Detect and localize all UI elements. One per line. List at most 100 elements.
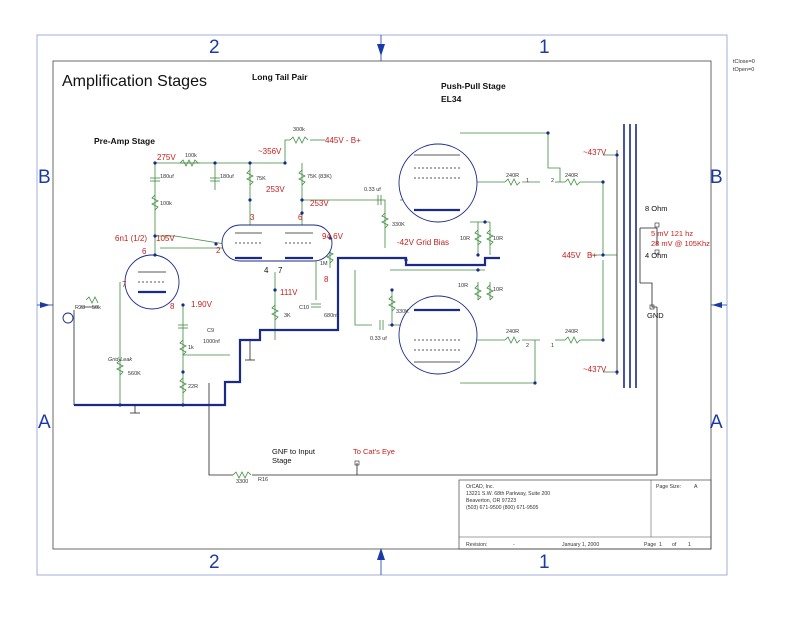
v445b-label: 445V - B+ xyxy=(325,136,361,145)
label-r240c: 240R xyxy=(506,329,519,335)
tb-date: January 1, 2000 xyxy=(562,542,599,548)
label-c180a: 180uf xyxy=(160,174,174,180)
pin-8b: 8 xyxy=(324,275,329,284)
el34-top-tube xyxy=(398,143,478,223)
label-r10c: 10R xyxy=(458,283,468,289)
tb-phone: (503) 671-9500 (800) 671-9505 xyxy=(466,505,539,511)
label-r10b: 10R xyxy=(493,236,503,242)
title-preamp: Pre-Amp Stage xyxy=(94,136,155,146)
label-r75k83: 75K (83K) xyxy=(307,174,332,180)
zone-top-2: 2 xyxy=(209,37,220,58)
title-block: OrCAD, Inc. 13221 S.W. 68th Parkway, Sui… xyxy=(458,479,712,550)
output-labels: 8 Ohm 4 Ohm GND 5 mV 121 hz 28 mV @ 105K… xyxy=(645,204,710,320)
label-r10d: 10R xyxy=(493,287,503,293)
label-measure-1: 5 mV 121 hz xyxy=(651,229,693,238)
pin-labels: 6 2 3 6 8 4 7 7 8 6n1 (1/2) xyxy=(115,213,329,311)
ltp-tube xyxy=(221,224,333,262)
tb-page-total: 1 xyxy=(688,542,691,548)
label-measure-2: 28 mV @ 105Khz xyxy=(651,239,710,248)
label-node-1b: 1 xyxy=(551,343,554,349)
ground-bus xyxy=(74,256,500,407)
label-gridleak: Grid-Leak xyxy=(108,357,132,363)
pin-8a: 8 xyxy=(170,302,175,311)
label-r240b: 240R xyxy=(565,173,578,179)
label-c9: C9 xyxy=(207,328,214,334)
label-r16: R16 xyxy=(258,477,268,483)
tb-page-num: 1 xyxy=(659,542,662,548)
label-gnd: GND xyxy=(647,311,664,320)
v946-label: 94.6V xyxy=(322,232,344,241)
note-gnf-2: Stage xyxy=(272,456,292,465)
v275-label: 275V xyxy=(157,153,176,162)
title-main: Amplification Stages xyxy=(62,73,207,90)
label-node-1a: 1 xyxy=(526,178,529,184)
v253b-label: 253V xyxy=(310,199,329,208)
label-r100k-v: 100k xyxy=(160,201,172,207)
v445-label: 445V xyxy=(562,251,581,260)
v437a-label: ~437V xyxy=(583,148,607,157)
label-c1000: 1000nf xyxy=(203,339,220,345)
tb-page-label: Page xyxy=(644,542,656,548)
bplus-label: B+ xyxy=(587,251,597,260)
title-el34: EL34 xyxy=(441,94,462,104)
tb-company: OrCAD, Inc. xyxy=(466,484,494,490)
label-r330k-b: 330K xyxy=(396,309,409,315)
label-r300k: 300k xyxy=(293,127,305,133)
tb-of-label: of xyxy=(672,542,677,548)
label-r100k-top: 100k xyxy=(185,153,197,159)
title-push-pull: Push-Pull Stage xyxy=(441,81,506,91)
v253a-label: 253V xyxy=(266,185,285,194)
tb-addr1: 13221 S.W. 68th Parkway, Suite 200 xyxy=(466,491,550,497)
tb-addr2: Beaverton, OR 97223 xyxy=(466,498,516,504)
zone-right-B: B xyxy=(710,167,723,188)
v111-label: 111V xyxy=(280,288,298,297)
v190-label: 1.90V xyxy=(191,300,213,309)
zone-left-B: B xyxy=(38,167,51,188)
label-8-ohm: 8 Ohm xyxy=(645,204,668,213)
label-r50k: 50k xyxy=(92,305,101,311)
v437b-label: ~437V xyxy=(583,365,607,374)
label-r22r: 22R xyxy=(188,384,198,390)
label-r330k-a: 330K xyxy=(392,222,405,228)
tb-page-size-label: Page Size: xyxy=(656,484,681,490)
pin-4: 4 xyxy=(264,266,269,275)
el34-bottom-tube xyxy=(398,295,478,375)
tubes xyxy=(124,143,478,375)
label-c10: C10 xyxy=(299,305,309,311)
voltage-labels: 275V ~356V 445V - B+ 253V 253V 105V 94.6… xyxy=(156,136,607,374)
v105-label: 105V xyxy=(156,234,175,243)
label-c680: 680nf xyxy=(324,313,338,319)
corner-tclose: tClose=0 xyxy=(733,59,755,65)
label-r3k: 3K xyxy=(284,313,291,319)
zone-top-1: 1 xyxy=(539,37,550,58)
note-cats-eye: To Cat's Eye xyxy=(353,447,395,456)
components xyxy=(85,136,581,479)
label-r75k: 75K xyxy=(256,176,266,182)
label-r560k: 560K xyxy=(128,371,141,377)
label-r1m: 1M xyxy=(320,261,328,267)
label-node-2b: 2 xyxy=(526,343,529,349)
corner-topen: tOpen=0 xyxy=(733,67,754,73)
label-node-2a: 2 xyxy=(551,178,554,184)
label-r240d: 240R xyxy=(565,329,578,335)
v356-label: ~356V xyxy=(258,147,282,156)
title-long-tail: Long Tail Pair xyxy=(252,72,308,82)
label-r1k: 1k xyxy=(188,345,194,351)
label-c180b: 180uf xyxy=(220,174,234,180)
pin-6b: 6 xyxy=(298,213,303,222)
pin-7a: 7 xyxy=(122,280,127,289)
pin-3: 3 xyxy=(250,213,255,222)
center-arrows xyxy=(37,35,727,575)
pin-6a: 6 xyxy=(142,247,147,256)
zone-bottom-1: 1 xyxy=(539,552,550,573)
component-labels: 100k 180uf 180uf 100k 300k 75K 75K (83K)… xyxy=(75,127,578,485)
junction-dots xyxy=(62,131,660,466)
zone-right-A: A xyxy=(710,412,723,433)
label-r240a: 240R xyxy=(506,173,519,179)
label-c033b: 0.33 uf xyxy=(370,336,387,342)
input-jack-icon xyxy=(62,312,74,324)
bias-label: -42V Grid Bias xyxy=(397,238,449,247)
label-r23: R23 xyxy=(75,305,85,311)
tb-revision: - xyxy=(513,542,515,548)
